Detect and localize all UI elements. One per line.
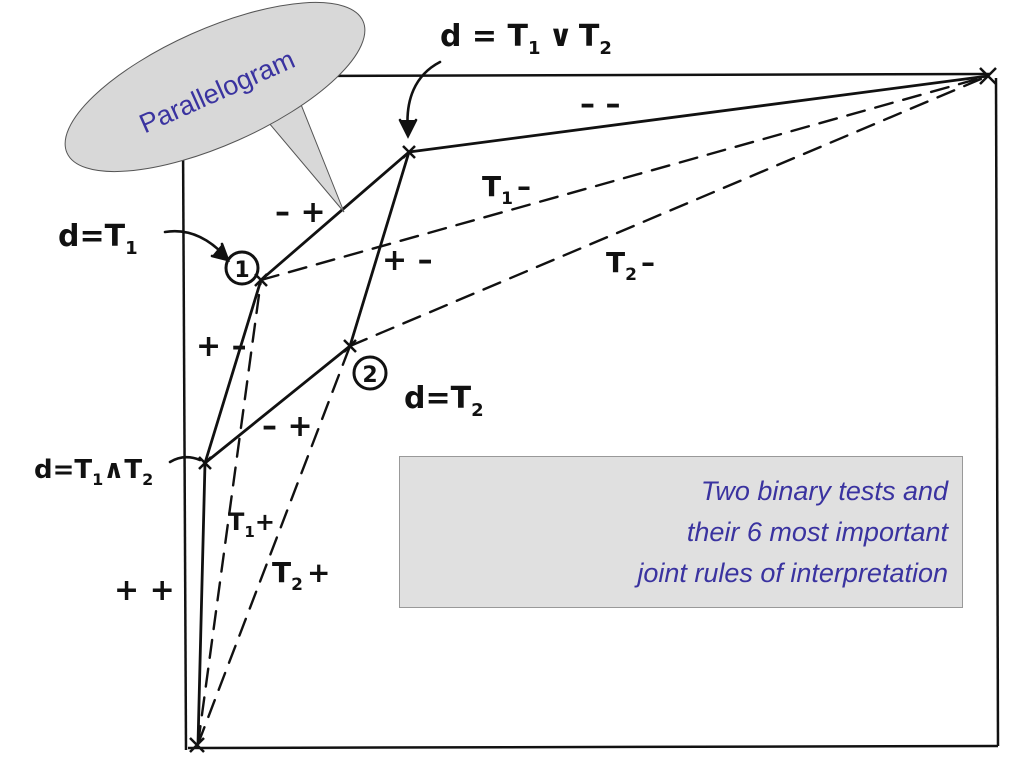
sign-minus-minus: – – bbox=[580, 87, 620, 122]
callout-ellipse bbox=[64, 1, 366, 173]
line-t1-to-or bbox=[259, 150, 411, 282]
vertex-origin bbox=[189, 737, 205, 753]
frame-bottom-edge bbox=[187, 744, 999, 750]
label-rule-and: d=T1∧T2 bbox=[34, 455, 153, 489]
line-or-to-corner bbox=[407, 74, 990, 154]
caption-line-2: their 6 most important bbox=[686, 516, 948, 547]
marker-1-text: 1 bbox=[234, 258, 249, 283]
caption-line-1: Two binary tests and bbox=[700, 475, 948, 506]
dash-t2-to-corner bbox=[348, 74, 990, 348]
label-rule-t2: d=T2 bbox=[404, 381, 484, 421]
label-t1-plus: T1+ bbox=[228, 508, 275, 541]
arrow-rule-and bbox=[168, 455, 202, 464]
marker-1-circle bbox=[224, 250, 260, 286]
sign-minus-plus-low: – + bbox=[262, 409, 313, 444]
line-t2-to-or bbox=[348, 150, 411, 348]
marker-2-circle bbox=[352, 355, 388, 391]
sign-minus-plus-top: – + bbox=[275, 195, 326, 230]
line-and-to-t2 bbox=[203, 344, 352, 465]
label-t2-minus: T2– bbox=[606, 246, 655, 285]
caption-box: Two binary tests and their 6 most import… bbox=[399, 456, 963, 608]
caption-line-3: joint rules of interpretation bbox=[637, 557, 948, 588]
line-and-to-t1 bbox=[203, 278, 263, 465]
frame-left-edge bbox=[181, 137, 188, 751]
dash-origin-to-t2 bbox=[196, 344, 352, 746]
vertex-t2 bbox=[343, 339, 357, 353]
callout-bubble: Parallelogram bbox=[64, 1, 366, 213]
label-rule-t1: d=T1 bbox=[58, 219, 138, 259]
solid-lines bbox=[196, 74, 990, 746]
sign-plus-plus: + + bbox=[114, 573, 175, 608]
frame bbox=[181, 72, 1000, 751]
label-top-rule: d = T1∨T2 bbox=[440, 19, 612, 59]
marker-2-text: 2 bbox=[362, 363, 377, 388]
label-t2-plus: T2+ bbox=[272, 556, 330, 595]
dash-t1-to-corner bbox=[259, 74, 990, 282]
dashed-lines bbox=[196, 74, 990, 746]
vertex-and bbox=[198, 456, 212, 470]
vertex-or bbox=[402, 145, 416, 159]
label-t1-minus: T1– bbox=[482, 170, 531, 209]
frame-right-edge bbox=[994, 77, 1000, 747]
dash-origin-to-t1 bbox=[196, 278, 263, 746]
line-origin-to-and bbox=[196, 461, 207, 746]
arrow-top-rule-head bbox=[398, 118, 418, 139]
circled-markers: 1 2 bbox=[224, 250, 388, 391]
sign-plus-minus-mid: + – bbox=[382, 243, 433, 278]
sign-labels: – – – + + – + – – + + + bbox=[114, 87, 620, 608]
vertex-corner bbox=[979, 67, 997, 85]
sign-plus-minus-left: + – bbox=[196, 329, 247, 364]
t-labels: T1– T2– T1+ T2+ bbox=[228, 170, 655, 595]
frame-top-edge bbox=[299, 72, 991, 78]
rule-labels: d = T1∨T2 d=T1 d=T2 d=T1∧T2 bbox=[34, 19, 612, 489]
vertex-markers bbox=[189, 67, 997, 753]
